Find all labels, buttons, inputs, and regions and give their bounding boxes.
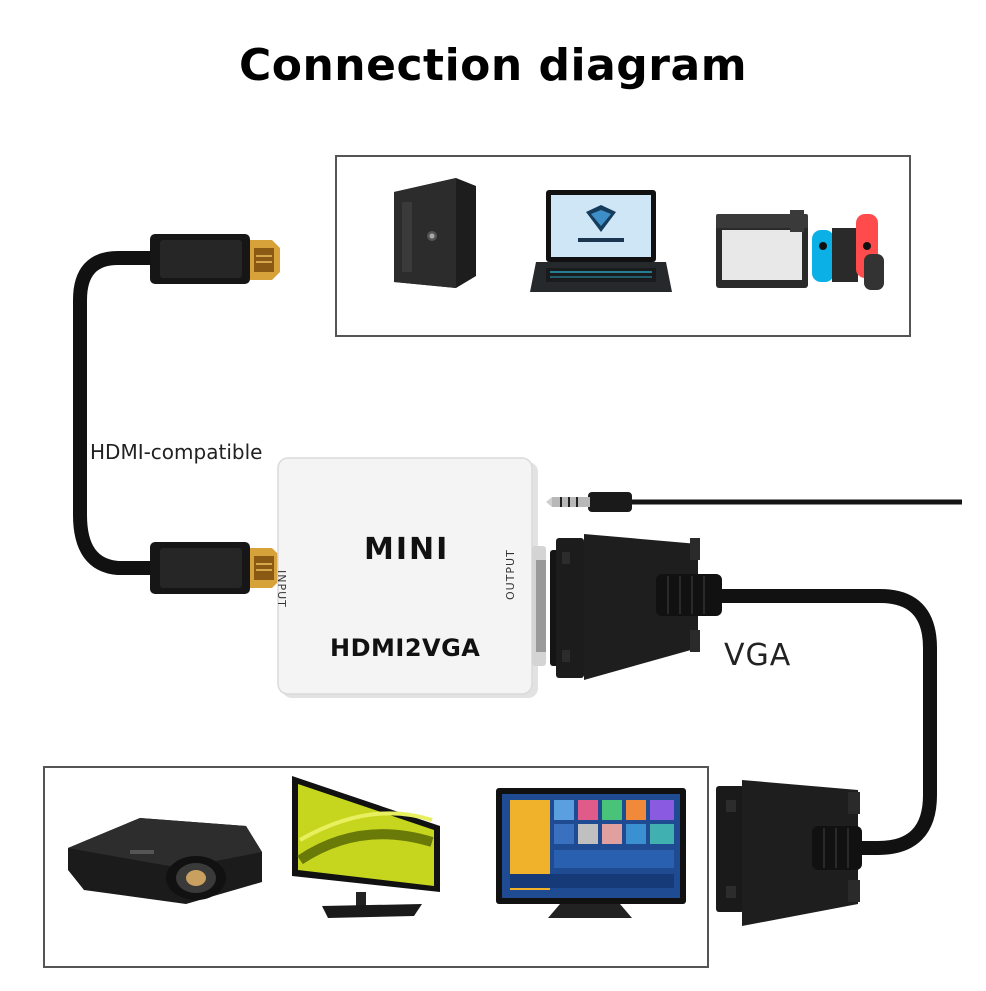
output-port-label: OUTPUT <box>504 549 517 600</box>
display-devices-frame <box>43 766 709 968</box>
vga-connector-adapter <box>550 534 722 680</box>
hdmi-cable-label: HDMI-compatible <box>90 440 263 464</box>
adapter-box <box>277 457 546 698</box>
vga-cable-label: VGA <box>724 638 792 673</box>
page-title: Connection diagram <box>238 40 748 91</box>
audio-cable <box>546 492 962 512</box>
adapter-brand: MINI <box>364 532 450 567</box>
hdmi-cable <box>73 251 169 575</box>
hdmi-connector-top <box>150 234 280 284</box>
adapter-model: HDMI2VGA <box>330 634 481 662</box>
source-devices-frame <box>335 155 911 337</box>
game-console-icon <box>716 210 884 290</box>
laptop-icon <box>530 190 672 292</box>
projector-icon <box>68 818 262 904</box>
hdmi-connector-bottom <box>150 542 280 594</box>
monitor-icon <box>292 776 440 918</box>
desktop-pc-icon <box>394 178 476 288</box>
vga-connector-display <box>716 780 862 926</box>
input-port-label: INPUT <box>275 570 288 608</box>
tv-icon <box>496 788 686 918</box>
vga-cable <box>716 589 937 855</box>
